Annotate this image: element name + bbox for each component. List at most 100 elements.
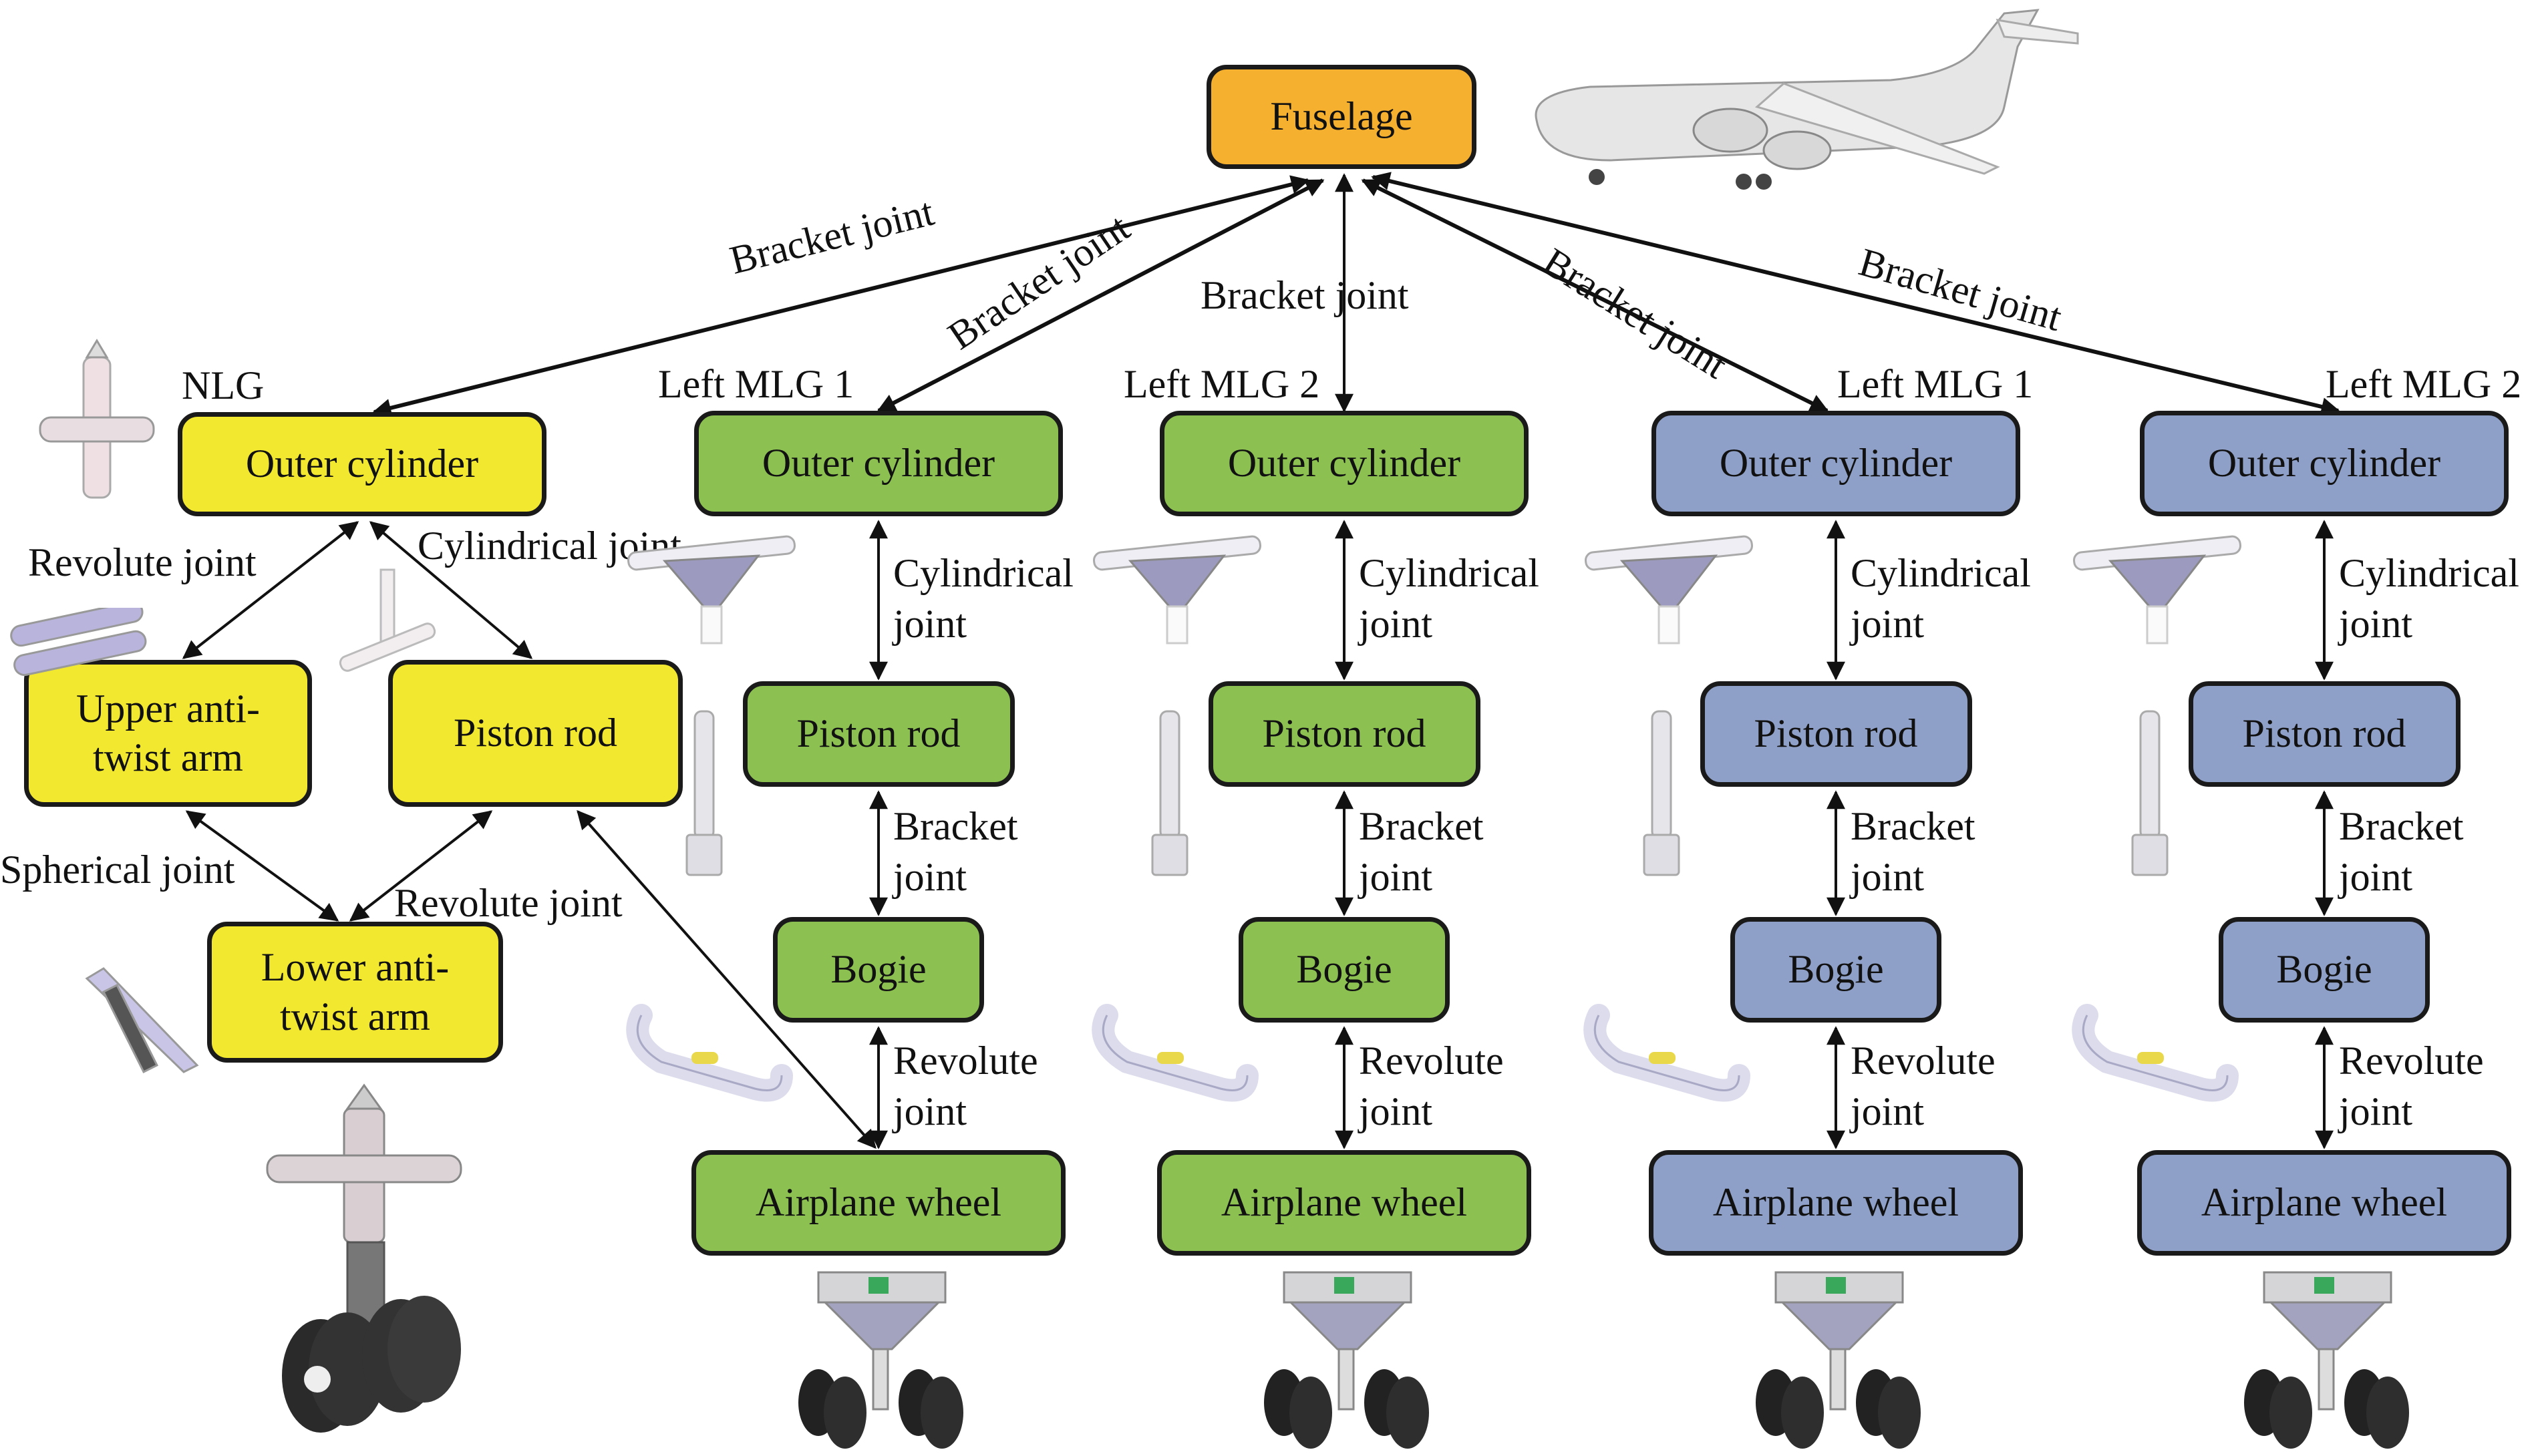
airplane-icon	[1535, 9, 2079, 190]
fuselage-label: Fuselage	[1270, 94, 1413, 139]
nlg-group-label: NLG	[182, 363, 265, 407]
mlg-piston-rod-part-icon	[2127, 708, 2174, 885]
joint-label-cylindrical: joint	[893, 601, 967, 646]
mlg-outer-cylinder-part-icon	[2070, 534, 2244, 651]
mlg-outer-cylinder-part-icon	[1090, 534, 1264, 651]
nose-landing-gear-assembly-icon	[266, 1083, 462, 1433]
main-landing-gear-assembly-icon	[1257, 1269, 1438, 1456]
nlg-joint-revolute-lower: Revolute joint	[394, 881, 623, 925]
mlg-wheel-label: Airplane wheel	[1712, 1180, 1959, 1225]
upper-arm-label-line1: Upper anti-	[76, 686, 260, 731]
mlg-piston-rod-label: Piston rod	[1754, 711, 1918, 756]
bogie-part-icon	[2067, 988, 2241, 1125]
joint-label-bracket: Bracket	[2339, 803, 2464, 848]
mlg-piston-rod-label: Piston rod	[2242, 711, 2406, 756]
joint-label-bracket: joint	[2339, 854, 2413, 899]
mlg-piston-rod-part-icon	[1147, 708, 1194, 885]
nlg-joint-spherical: Spherical joint	[0, 848, 235, 892]
nlg-outer-cylinder-label: Outer cylinder	[245, 441, 479, 486]
joint-label-bracket: joint	[1359, 854, 1433, 899]
lower-arm-label-line1: Lower anti-	[261, 945, 450, 990]
joint-label-revolute: Revolute	[2339, 1038, 2484, 1083]
joint-label-cylindrical: Cylindrical	[893, 550, 1074, 595]
upper-anti-twist-arm-part-icon	[10, 608, 147, 677]
mlg-wheel-node: Airplane wheel	[2137, 1150, 2511, 1256]
mlg-piston-rod-node: Piston rod	[742, 681, 1015, 787]
mlg-outer-cylinder-node: Outer cylinder	[2140, 411, 2509, 516]
mlg-outer-cylinder-part-icon	[625, 534, 798, 651]
lower-arm-label-line2: twist arm	[280, 994, 430, 1039]
joint-label-cylindrical: joint	[2339, 601, 2413, 646]
nlg-outer-cylinder-node: Outer cylinder	[178, 412, 546, 516]
mlg-piston-rod-part-icon	[681, 708, 728, 885]
bogie-part-icon	[1579, 988, 1752, 1125]
mlg-wheel-node: Airplane wheel	[1157, 1150, 1531, 1256]
mlg-piston-rod-node: Piston rod	[1700, 681, 1972, 787]
joint-label-revolute: Revolute	[1359, 1038, 1504, 1083]
mlg-piston-rod-label: Piston rod	[1262, 711, 1426, 756]
mlg-piston-rod-part-icon	[1639, 708, 1686, 885]
joint-label-cylindrical: joint	[1851, 601, 1925, 646]
nlg-pin-part-icon	[339, 568, 436, 672]
bogie-part-icon	[621, 988, 795, 1125]
edge-nlg-piston-lower	[349, 810, 493, 922]
nlg-piston-rod-node: Piston rod	[388, 660, 683, 807]
edge-nlg-outer-piston	[369, 521, 533, 659]
joint-label-cylindrical: Cylindrical	[1359, 550, 1539, 595]
joint-label-revolute: joint	[1359, 1089, 1433, 1133]
mlg-group-label: Left MLG 2	[1124, 362, 1320, 406]
main-landing-gear-assembly-icon	[1749, 1269, 1929, 1456]
joint-label-bracket: joint	[893, 854, 967, 899]
edge-nlg-outer-upper	[182, 521, 359, 659]
joint-label-cylindrical: joint	[1359, 601, 1433, 646]
mlg-wheel-label: Airplane wheel	[1221, 1180, 1468, 1225]
nlg-lower-anti-twist-arm-node: Lower anti- twist arm	[207, 922, 503, 1063]
joint-label-cylindrical: Cylindrical	[1851, 550, 2031, 595]
mlg-outer-cylinder-label: Outer cylinder	[762, 441, 995, 486]
nlg-piston-rod-label: Piston rod	[453, 711, 618, 755]
joint-label-bracket: joint	[1851, 854, 1925, 899]
mlg-group-label: Left MLG 1	[658, 362, 854, 406]
mlg-wheel-node: Airplane wheel	[691, 1150, 1066, 1256]
joint-label-revolute: Revolute	[893, 1038, 1038, 1083]
mlg-outer-cylinder-label: Outer cylinder	[1227, 441, 1461, 486]
joint-label-bracket: Bracket	[1359, 803, 1484, 848]
nlg-outer-cylinder-part-icon	[39, 339, 155, 499]
joint-label-bracket: Bracket	[1851, 803, 1975, 848]
edge-label-fuselage-mlg2: Bracket joint	[1201, 273, 1409, 317]
nlg-joint-revolute-upper: Revolute joint	[28, 540, 257, 584]
mlg-bogie-node: Bogie	[1730, 917, 1941, 1023]
mlg-bogie-node: Bogie	[1239, 917, 1450, 1023]
mlg-outer-cylinder-node: Outer cylinder	[694, 411, 1063, 516]
joint-label-bracket: Bracket	[893, 803, 1018, 848]
mlg-group-label: Left MLG 1	[1837, 362, 2034, 406]
mlg-wheel-label: Airplane wheel	[2201, 1180, 2448, 1225]
mlg-piston-rod-node: Piston rod	[1208, 681, 1480, 787]
mlg-bogie-node: Bogie	[773, 917, 984, 1023]
mlg-bogie-label: Bogie	[2276, 947, 2372, 992]
mlg-outer-cylinder-label: Outer cylinder	[1719, 441, 1953, 486]
mlg-group-label: Left MLG 2	[2326, 362, 2522, 406]
main-landing-gear-assembly-icon	[2237, 1269, 2418, 1456]
edge-fuselage-mlg1	[877, 178, 1325, 413]
fuselage-node: Fuselage	[1207, 65, 1476, 169]
joint-label-revolute: joint	[1851, 1089, 1925, 1133]
joint-label-revolute: joint	[2339, 1089, 2413, 1133]
edge-nlg-upper-lower	[185, 810, 339, 922]
mlg-wheel-node: Airplane wheel	[1649, 1150, 2023, 1256]
nlg-upper-anti-twist-arm-node: Upper anti- twist arm	[24, 660, 312, 807]
mlg-piston-rod-label: Piston rod	[796, 711, 961, 756]
joint-label-revolute: Revolute	[1851, 1038, 1996, 1083]
main-landing-gear-assembly-icon	[792, 1269, 972, 1456]
joint-label-revolute: joint	[893, 1089, 967, 1133]
mlg-bogie-label: Bogie	[1296, 947, 1392, 992]
joint-label-cylindrical: Cylindrical	[2339, 550, 2519, 595]
edge-fuselage-mlg4	[1371, 172, 2340, 416]
bogie-part-icon	[1087, 988, 1261, 1125]
mlg-outer-cylinder-node: Outer cylinder	[1651, 411, 2020, 516]
mlg-bogie-label: Bogie	[830, 947, 927, 992]
mlg-outer-cylinder-part-icon	[1582, 534, 1756, 651]
mlg-bogie-label: Bogie	[1788, 947, 1884, 992]
lower-anti-twist-arm-part-icon	[85, 967, 199, 1074]
